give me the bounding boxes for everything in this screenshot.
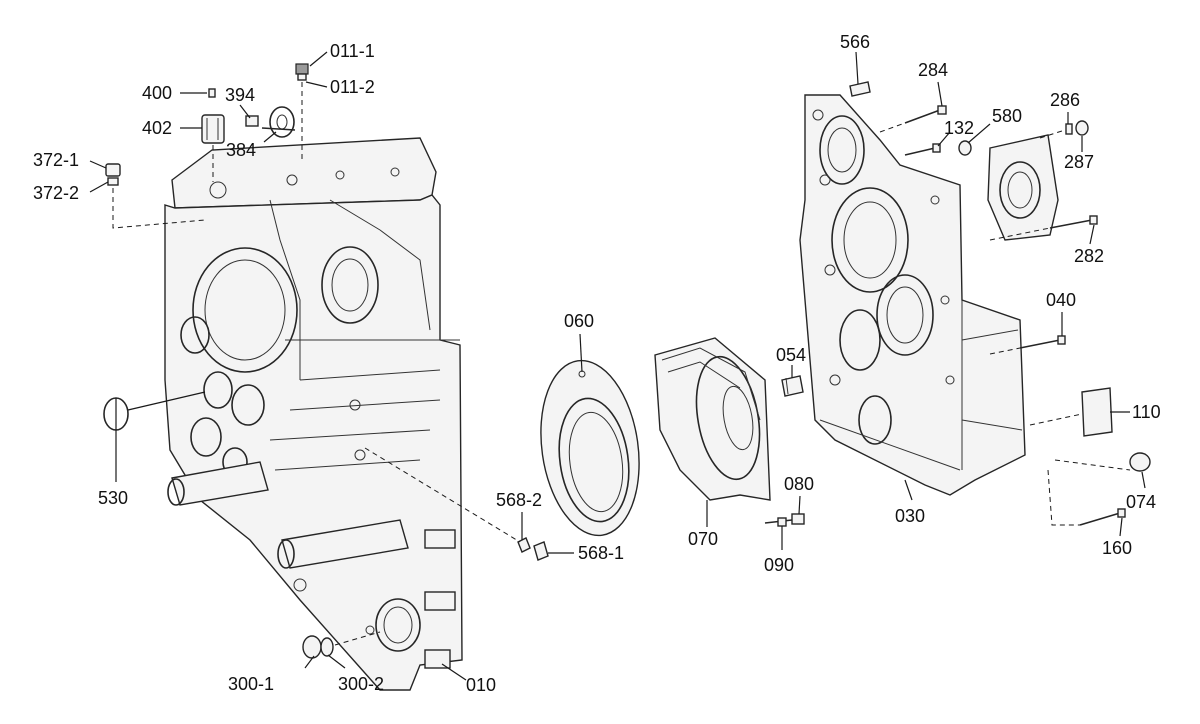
housing-030-drawing <box>799 94 1026 496</box>
label-040: 040 <box>1046 290 1076 310</box>
label-080: 080 <box>784 474 814 494</box>
label-030: 030 <box>895 506 925 526</box>
label-568-1: 568-1 <box>578 543 624 563</box>
screw-080-090-drawing <box>764 513 805 527</box>
label-580: 580 <box>992 106 1022 126</box>
label-282: 282 <box>1074 246 1104 266</box>
label-011-2: 011-2 <box>330 77 375 97</box>
label-372-2: 372-2 <box>33 183 79 203</box>
label-287: 287 <box>1064 152 1094 172</box>
label-402: 402 <box>142 118 172 138</box>
label-054: 054 <box>776 345 806 365</box>
label-284: 284 <box>918 60 948 80</box>
small-parts-left <box>103 63 549 659</box>
label-070: 070 <box>688 529 718 549</box>
label-568-2: 568-2 <box>496 490 542 510</box>
label-132: 132 <box>944 118 974 138</box>
label-074: 074 <box>1126 492 1156 512</box>
label-400: 400 <box>142 83 172 103</box>
leader-lines <box>89 51 1146 681</box>
label-286: 286 <box>1050 90 1080 110</box>
pin-054-drawing <box>781 375 804 397</box>
label-011-1: 011-1 <box>330 41 375 61</box>
label-372-1: 372-1 <box>33 150 79 170</box>
label-160: 160 <box>1102 538 1132 558</box>
label-394: 394 <box>225 85 255 105</box>
label-530: 530 <box>98 488 128 508</box>
housing-010-drawing <box>164 137 463 691</box>
label-110: 110 <box>1132 402 1161 422</box>
label-384: 384 <box>226 140 256 160</box>
label-300-1: 300-1 <box>228 674 274 694</box>
disc-060-drawing <box>540 359 640 537</box>
part-labels: 011-1 011-2 400 394 402 384 372-1 372-2 … <box>33 32 1161 695</box>
small-parts-right <box>849 81 1151 526</box>
label-300-2: 300-2 <box>338 674 384 694</box>
label-566: 566 <box>840 32 870 52</box>
label-060: 060 <box>564 311 594 331</box>
label-010: 010 <box>466 675 496 695</box>
cover-070-drawing <box>654 337 771 501</box>
label-090: 090 <box>764 555 794 575</box>
